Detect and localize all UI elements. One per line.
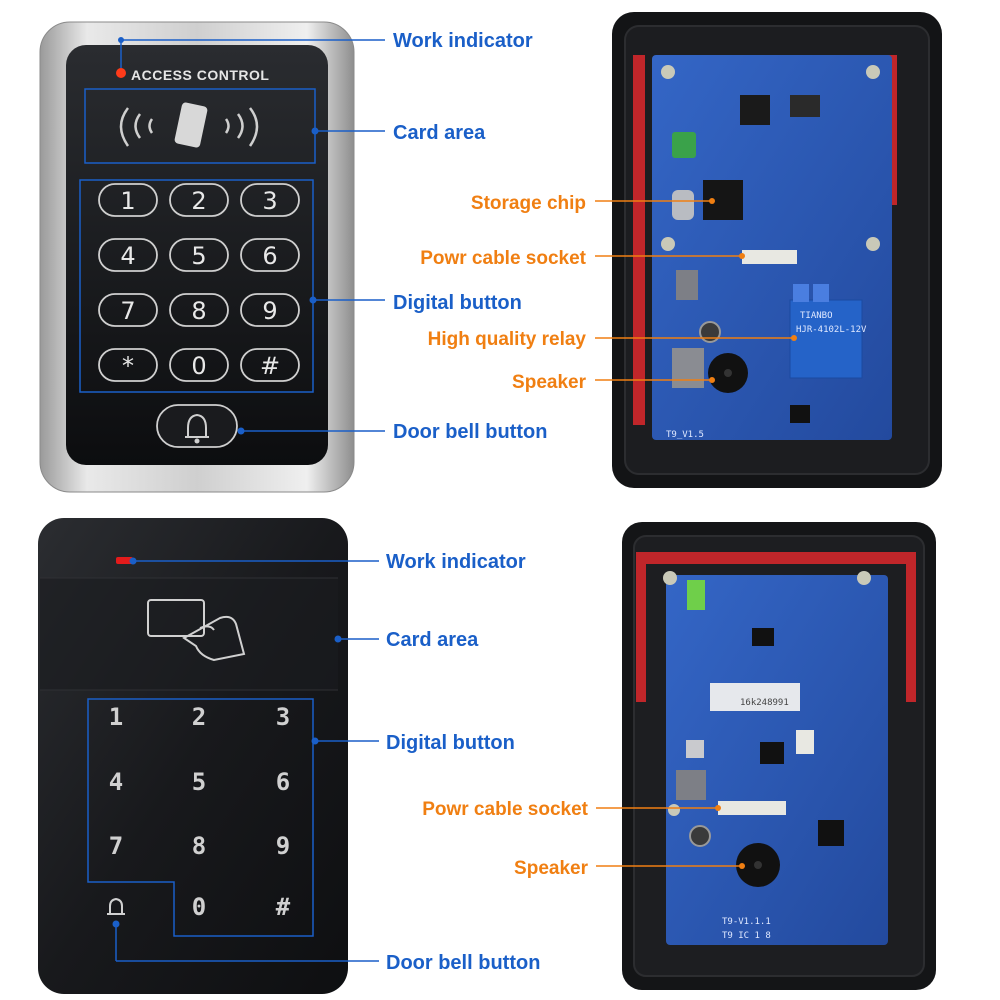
key-1[interactable]: 1 [109,703,123,731]
label-speaker-2: Speaker [514,858,589,879]
key-7[interactable]: 7 [109,832,123,860]
key-label: 1 [120,187,135,215]
key-4[interactable]: 4 [109,768,123,796]
digital-button-frame [79,179,314,393]
device-1-back-callouts: Storage chip Powr cable socket High qual… [420,193,797,393]
rfid-card-icon [147,599,246,662]
key-6[interactable]: 6 [240,238,300,272]
key-2[interactable]: 2 [192,703,206,731]
power-cable-socket [718,801,786,815]
key-2[interactable]: 2 [169,183,229,217]
device-1-brand-text: ACCESS CONTROL [131,67,269,83]
label-door-bell-button-2: Door bell button [386,952,540,974]
key-label: 0 [191,352,206,380]
card-area-frame [84,88,316,164]
device-1-back-pcb: TIANBO HJR-4102L-12V T9_V1.5 [612,12,942,488]
key-1[interactable]: 1 [98,183,158,217]
key-label: * [122,352,134,380]
door-bell-button[interactable] [156,404,238,448]
key-label: 6 [262,242,277,270]
bell-icon [187,413,207,438]
label-digital-button: Digital button [393,292,522,314]
label-work-indicator: Work indicator [393,30,533,52]
svg-text:T9-V1.1.1: T9-V1.1.1 [722,917,771,927]
key-7[interactable]: 7 [98,293,158,327]
device-2-back-callouts: Powr cable socket Speaker [422,799,745,879]
device-2-keypad: 1 2 3 4 5 6 7 8 9 0 # [38,518,348,994]
work-indicator-led [116,557,133,564]
label-card-area: Card area [393,122,486,144]
key-3[interactable]: 3 [240,183,300,217]
key-5[interactable]: 5 [192,768,206,796]
key-5[interactable]: 5 [169,238,229,272]
svg-text:TIANBO: TIANBO [800,311,833,321]
label-speaker: Speaker [512,372,587,393]
label-work-indicator-2: Work indicator [386,551,526,573]
rfid-card-icon [119,102,259,148]
device-2-callouts: Work indicator Card area Digital button … [112,551,540,974]
key-9[interactable]: 9 [276,832,290,860]
key-label: 3 [262,187,277,215]
key-#[interactable]: # [240,348,300,382]
work-indicator-led [116,68,126,78]
key-#[interactable]: # [276,893,291,921]
device-2-back-pcb: 16k248991 T9-V1.1.1 T9 IC 1 8 [622,522,936,990]
key-label: 7 [120,297,135,325]
key-3[interactable]: 3 [276,703,290,731]
key-label: 8 [191,297,206,325]
key-label: 5 [191,242,206,270]
svg-text:16k248991: 16k248991 [740,698,789,708]
key-8[interactable]: 8 [169,293,229,327]
label-storage-chip: Storage chip [471,193,586,214]
label-digital-button-2: Digital button [386,732,515,754]
door-bell-button[interactable] [107,897,125,915]
key-label: 2 [191,187,206,215]
key-0[interactable]: 0 [192,893,206,921]
key-label: # [260,352,280,380]
key-9[interactable]: 9 [240,293,300,327]
power-cable-socket [742,250,797,264]
label-power-cable-socket-2: Powr cable socket [422,799,588,820]
digital-button-frame [87,698,314,937]
device-1-callouts: Work indicator Card area Digital button … [118,30,547,443]
label-card-area-2: Card area [386,629,479,651]
device-1-keys: 1 2 3 4 5 6 7 8 9 * 0 # [98,183,300,382]
key-label: 9 [262,297,277,325]
device-2-keys: 1 2 3 4 5 6 7 8 9 0 # [109,703,291,921]
storage-chip [703,180,743,220]
key-0[interactable]: 0 [169,348,229,382]
key-6[interactable]: 6 [276,768,290,796]
label-high-quality-relay: High quality relay [428,329,587,350]
label-door-bell-button: Door bell button [393,421,547,443]
label-power-cable-socket: Powr cable socket [420,248,586,269]
svg-text:T9 IC 1 8: T9 IC 1 8 [722,931,771,941]
svg-text:T9_V1.5: T9_V1.5 [666,430,704,440]
relay [789,299,863,379]
key-label: 4 [120,242,135,270]
svg-text:HJR-4102L-12V: HJR-4102L-12V [796,325,867,335]
device-1-keypad: ACCESS CONTROL 1 2 3 4 5 6 7 8 9 * 0 # [39,21,355,493]
key-4[interactable]: 4 [98,238,158,272]
bell-icon [109,897,123,915]
key-8[interactable]: 8 [192,832,206,860]
key-*[interactable]: * [98,348,158,382]
